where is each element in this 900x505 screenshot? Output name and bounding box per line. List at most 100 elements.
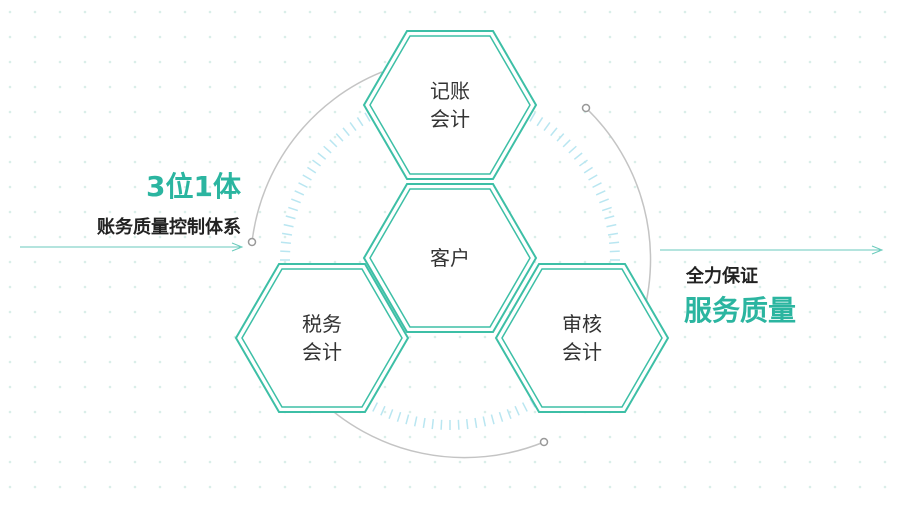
grid-dot (133, 385, 137, 389)
grid-dot (308, 110, 312, 114)
grid-dot (633, 460, 637, 464)
grid-dot (683, 160, 687, 164)
grid-dot (283, 460, 287, 464)
grid-dot (833, 360, 837, 364)
grid-dot (783, 460, 787, 464)
grid-dot (358, 235, 362, 239)
grid-dot (783, 60, 787, 64)
grid-dot (708, 160, 712, 164)
grid-dot (133, 435, 137, 439)
grid-dot (608, 210, 612, 214)
grid-dot (658, 160, 662, 164)
grid-dot (658, 60, 662, 64)
grid-dot (258, 435, 262, 439)
grid-dot (383, 460, 387, 464)
grid-dot (108, 210, 112, 214)
grid-dot (183, 335, 187, 339)
grid-dot (108, 435, 112, 439)
grid-dot (483, 485, 487, 489)
grid-dot (8, 360, 12, 364)
grid-dot (833, 35, 837, 39)
grid-dot (158, 360, 162, 364)
grid-dot (33, 110, 37, 114)
grid-dot (883, 110, 887, 114)
grid-dot (583, 185, 587, 189)
grid-dot (858, 310, 862, 314)
ring-tick (595, 190, 606, 196)
grid-dot (83, 485, 87, 489)
grid-dot (708, 310, 712, 314)
grid-dot (558, 460, 562, 464)
grid-dot (383, 35, 387, 39)
grid-dot (808, 210, 812, 214)
grid-dot (308, 35, 312, 39)
grid-dot (233, 160, 237, 164)
grid-dot (408, 360, 412, 364)
grid-dot (233, 360, 237, 364)
grid-dot (183, 60, 187, 64)
grid-dot (283, 35, 287, 39)
grid-dot (8, 110, 12, 114)
grid-dot (383, 60, 387, 64)
grid-dot (708, 360, 712, 364)
ring-tick (283, 223, 294, 228)
grid-dot (858, 185, 862, 189)
grid-dot (233, 210, 237, 214)
grid-dot (883, 410, 887, 414)
grid-dot (258, 235, 262, 239)
grid-dot (808, 410, 812, 414)
grid-dot (233, 410, 237, 414)
grid-dot (433, 485, 437, 489)
ring-tick (422, 417, 426, 429)
grid-dot (83, 460, 87, 464)
grid-dot (208, 185, 212, 189)
grid-dot (683, 210, 687, 214)
grid-dot (83, 10, 87, 14)
grid-dot (833, 160, 837, 164)
grid-dot (533, 210, 537, 214)
grid-dot (458, 10, 462, 14)
grid-dot (358, 110, 362, 114)
grid-dot (558, 85, 562, 89)
grid-dot (358, 85, 362, 89)
ring-tick (281, 232, 293, 236)
grid-dot (608, 35, 612, 39)
grid-dot (758, 385, 762, 389)
grid-dot (858, 135, 862, 139)
grid-dot (608, 235, 612, 239)
grid-dot (608, 435, 612, 439)
grid-dot (483, 410, 487, 414)
grid-dot (333, 235, 337, 239)
grid-dot (183, 185, 187, 189)
grid-dot (33, 485, 37, 489)
grid-dot (433, 10, 437, 14)
grid-dot (208, 285, 212, 289)
hex-left-line1: 税务 (302, 312, 342, 336)
grid-dot (658, 210, 662, 214)
grid-dot (733, 360, 737, 364)
grid-dot (308, 435, 312, 439)
grid-dot (358, 185, 362, 189)
grid-dot (58, 85, 62, 89)
grid-dot (158, 460, 162, 464)
grid-dot (783, 385, 787, 389)
grid-dot (683, 335, 687, 339)
grid-dot (583, 435, 587, 439)
grid-dot (83, 60, 87, 64)
grid-dot (183, 10, 187, 14)
grid-dot (658, 385, 662, 389)
grid-dot (58, 310, 62, 314)
grid-dot (208, 435, 212, 439)
grid-dot (458, 410, 462, 414)
grid-dot (808, 335, 812, 339)
grid-dot (833, 335, 837, 339)
grid-dot (808, 135, 812, 139)
grid-dot (683, 60, 687, 64)
grid-dot (533, 185, 537, 189)
grid-dot (658, 360, 662, 364)
grid-dot (358, 135, 362, 139)
grid-dot (533, 60, 537, 64)
grid-dot (308, 85, 312, 89)
grid-dot (408, 460, 412, 464)
grid-dot (258, 410, 262, 414)
